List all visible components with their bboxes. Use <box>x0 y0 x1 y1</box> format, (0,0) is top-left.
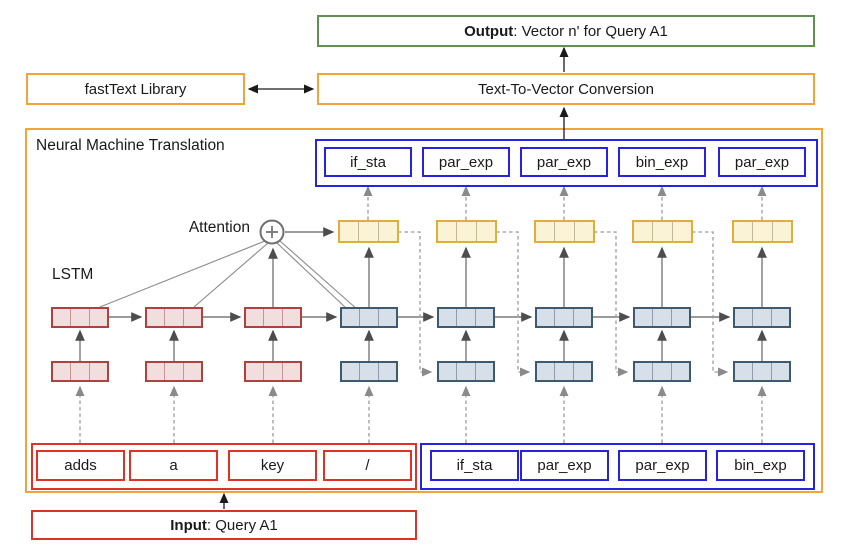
input-word-label: a <box>169 457 178 474</box>
output-box-prefix: Output <box>464 22 514 40</box>
fasttext-library-label: fastText Library <box>84 80 187 98</box>
decoder-embedding-cell <box>535 361 593 382</box>
nmt-title: Neural Machine Translation <box>36 137 225 154</box>
input-box-prefix: Input <box>170 516 207 534</box>
output-token-box: bin_exp <box>618 147 706 177</box>
context-vector-cell <box>534 220 595 243</box>
decoder-hidden-cell <box>437 307 495 328</box>
decoder-token-box: if_sta <box>430 450 519 481</box>
encoder-hidden-cell <box>145 307 203 328</box>
context-vector-cell <box>732 220 793 243</box>
decoder-token-label: par_exp <box>635 457 690 474</box>
input-word-label: adds <box>64 457 97 474</box>
input-word-box: adds <box>36 450 125 481</box>
attention-label: Attention <box>188 219 250 236</box>
output-token-label: bin_exp <box>635 153 689 171</box>
decoder-token-label: if_sta <box>456 457 493 474</box>
input-word-box: a <box>129 450 218 481</box>
decoder-embedding-cell <box>633 361 691 382</box>
fasttext-library-box: fastText Library <box>26 73 245 105</box>
input-box-text: : Query A1 <box>206 516 278 534</box>
decoder-token-box: par_exp <box>618 450 707 481</box>
encoder-embedding-cell <box>145 361 203 382</box>
output-token-box: par_exp <box>718 147 806 177</box>
output-token-box: if_sta <box>324 147 412 177</box>
text-to-vector-label: Text-To-Vector Conversion <box>478 80 654 98</box>
encoder-embedding-cell <box>244 361 302 382</box>
input-word-label: / <box>365 457 370 474</box>
decoder-token-container <box>420 443 815 490</box>
encoder-hidden-cell <box>51 307 109 328</box>
output-token-box: par_exp <box>422 147 510 177</box>
decoder-token-label: par_exp <box>537 457 592 474</box>
context-vector-cell <box>632 220 693 243</box>
output-token-box: par_exp <box>520 147 608 177</box>
decoder-embedding-cell <box>340 361 398 382</box>
context-vector-cell <box>436 220 497 243</box>
decoder-hidden-cell <box>340 307 398 328</box>
output-box: Output: Vector n' for Query A1 <box>317 15 815 47</box>
context-vector-cell <box>338 220 399 243</box>
decoder-token-label: bin_exp <box>734 457 787 474</box>
input-word-container <box>31 443 417 490</box>
decoder-hidden-cell <box>633 307 691 328</box>
encoder-embedding-cell <box>51 361 109 382</box>
decoder-token-box: bin_exp <box>716 450 805 481</box>
decoder-token-box: par_exp <box>520 450 609 481</box>
encoder-hidden-cell <box>244 307 302 328</box>
output-box-text: : Vector n' for Query A1 <box>513 22 668 40</box>
input-word-box: / <box>323 450 412 481</box>
lstm-label: LSTM <box>52 266 94 283</box>
decoder-hidden-cell <box>535 307 593 328</box>
output-token-label: par_exp <box>734 153 790 171</box>
decoder-embedding-cell <box>437 361 495 382</box>
decoder-hidden-cell <box>733 307 791 328</box>
input-box: Input: Query A1 <box>31 510 417 540</box>
input-word-box: key <box>228 450 317 481</box>
input-word-label: key <box>260 457 285 474</box>
output-token-label: par_exp <box>438 153 494 171</box>
text-to-vector-box: Text-To-Vector Conversion <box>317 73 815 105</box>
output-token-label: par_exp <box>536 153 592 171</box>
decoder-embedding-cell <box>733 361 791 382</box>
output-token-label: if_sta <box>350 153 386 171</box>
